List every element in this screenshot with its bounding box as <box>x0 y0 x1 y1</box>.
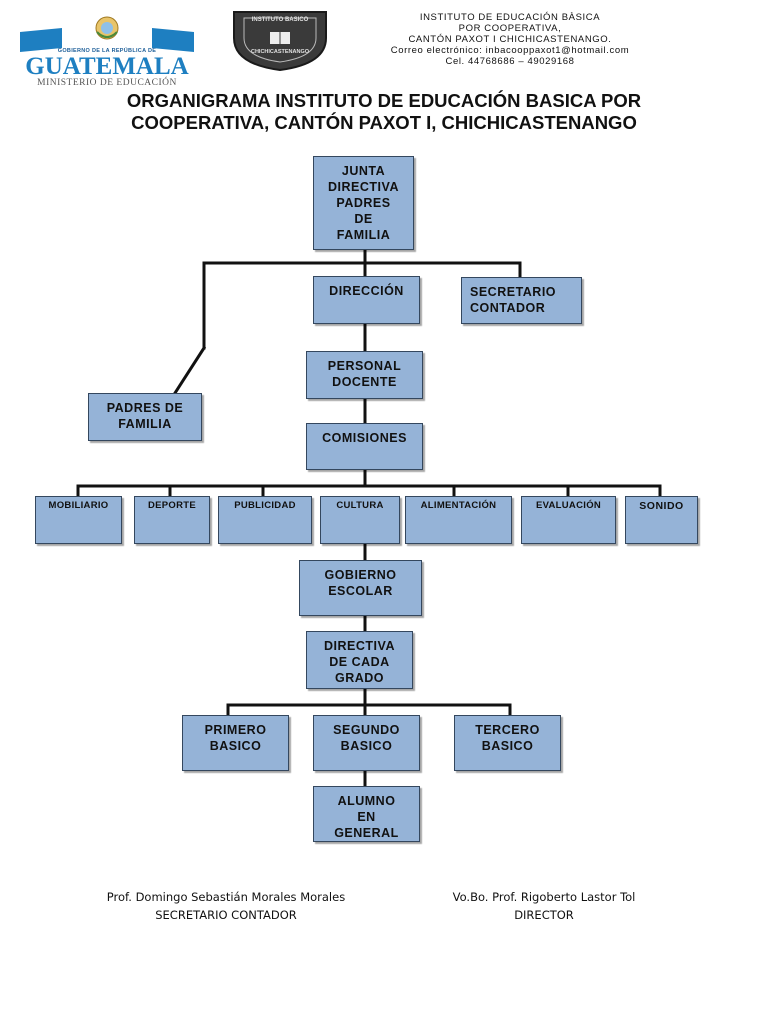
box-directiva-grado: DIRECTIVA DE CADA GRADO <box>306 631 413 689</box>
box-label: GOBIERNO ESCOLAR <box>324 568 397 598</box>
gov-small-text: GOBIERNO DE LA REPÚBLICA DE <box>57 48 157 54</box>
box-commission-cultura: CULTURA <box>320 496 400 544</box>
box-label: ALUMNO EN GENERAL <box>334 794 399 840</box>
box-gobierno-escolar: GOBIERNO ESCOLAR <box>299 560 422 616</box>
box-commission-mobiliario: MOBILIARIO <box>35 496 122 544</box>
box-primero-basico: PRIMERO BASICO <box>182 715 289 771</box>
box-label: SONIDO <box>639 500 684 512</box>
institution-line: CANTÓN PAXOT I CHICHICASTENANGO. <box>408 34 612 45</box>
box-label: MOBILIARIO <box>48 500 109 511</box>
box-label: ALIMENTACIÓN <box>420 500 497 511</box>
box-label: DIRECCIÓN <box>329 284 404 298</box>
signature-name: Vo.Bo. Prof. Rigoberto Lastor Tol <box>452 890 636 904</box>
box-label: TERCERO BASICO <box>475 723 540 753</box>
box-label: PERSONAL DOCENTE <box>327 359 402 389</box>
signature-director: Vo.Bo. Prof. Rigoberto Lastor Tol DIRECT… <box>404 888 684 924</box>
box-label: DEPORTE <box>147 500 197 511</box>
page-title: ORGANIGRAMA INSTITUTO DE EDUCACIÓN BASIC… <box>40 90 728 134</box>
box-secretario-contador: SECRETARIO CONTADOR <box>461 277 582 324</box>
gov-ministry-text: MINISTERIO DE EDUCACIÓN <box>37 78 177 88</box>
box-label: DIRECTIVA DE CADA GRADO <box>324 639 395 685</box>
box-direccion: DIRECCIÓN <box>313 276 420 324</box>
box-label: COMISIONES <box>322 431 407 445</box>
box-label: CULTURA <box>336 500 384 511</box>
title-line: ORGANIGRAMA INSTITUTO DE EDUCACIÓN BASIC… <box>126 90 642 111</box>
box-comisiones: COMISIONES <box>306 423 423 470</box>
title-line: COOPERATIVA, CANTÓN PAXOT I, CHICHICASTE… <box>131 112 637 133</box>
signature-role: SECRETARIO CONTADOR <box>155 908 297 922</box>
institution-phone: Cel. 44768686 – 49029168 <box>445 56 575 67</box>
box-label: PUBLICIDAD <box>234 500 296 511</box>
box-alumno-general: ALUMNO EN GENERAL <box>313 786 420 842</box>
institution-line: POR COOPERATIVA, <box>458 23 562 34</box>
box-commission-sonido: SONIDO <box>625 496 698 544</box>
signature-role: DIRECTOR <box>514 908 574 922</box>
signature-name: Prof. Domingo Sebastián Morales Morales <box>106 890 346 904</box>
signature-secretary: Prof. Domingo Sebastián Morales Morales … <box>44 888 408 924</box>
box-personal-docente: PERSONAL DOCENTE <box>306 351 423 399</box>
box-commission-deporte: DEPORTE <box>134 496 210 544</box>
emblem-bottom-text: CHICHICASTENANGO <box>250 49 310 55</box>
box-commission-alimentacion: ALIMENTACIÓN <box>405 496 512 544</box>
box-label: EVALUACIÓN <box>535 500 602 511</box>
box-label: SECRETARIO CONTADOR <box>470 285 557 315</box>
box-label: SEGUNDO BASICO <box>333 723 400 753</box>
box-label: JUNTA DIRECTIVA PADRES DE FAMILIA <box>328 164 399 242</box>
box-commission-publicidad: PUBLICIDAD <box>218 496 312 544</box>
box-label: PRIMERO BASICO <box>204 723 267 753</box>
box-segundo-basico: SEGUNDO BASICO <box>313 715 420 771</box>
emblem-top-text: INSTITUTO BASICO <box>251 17 309 23</box>
box-padres-familia: PADRES DE FAMILIA <box>88 393 202 441</box>
box-label: PADRES DE FAMILIA <box>106 401 184 431</box>
gov-country-text: GUATEMALA <box>25 53 189 80</box>
institution-line: INSTITUTO DE EDUCACIÓN BÀSICA <box>419 12 601 23</box>
government-logo: GOBIERNO DE LA REPÚBLICA DE GUATEMALA MI… <box>18 14 196 88</box>
institution-email: Correo electrónico: inbacooppaxot1@hotma… <box>390 45 630 56</box>
institute-emblem: INSTITUTO BASICO CHICHICASTENANGO <box>230 8 330 72</box>
box-commission-evaluacion: EVALUACIÓN <box>521 496 616 544</box>
box-junta-directiva: JUNTA DIRECTIVA PADRES DE FAMILIA <box>313 156 414 250</box>
institution-info: INSTITUTO DE EDUCACIÓN BÀSICA POR COOPER… <box>360 12 660 67</box>
box-tercero-basico: TERCERO BASICO <box>454 715 561 771</box>
